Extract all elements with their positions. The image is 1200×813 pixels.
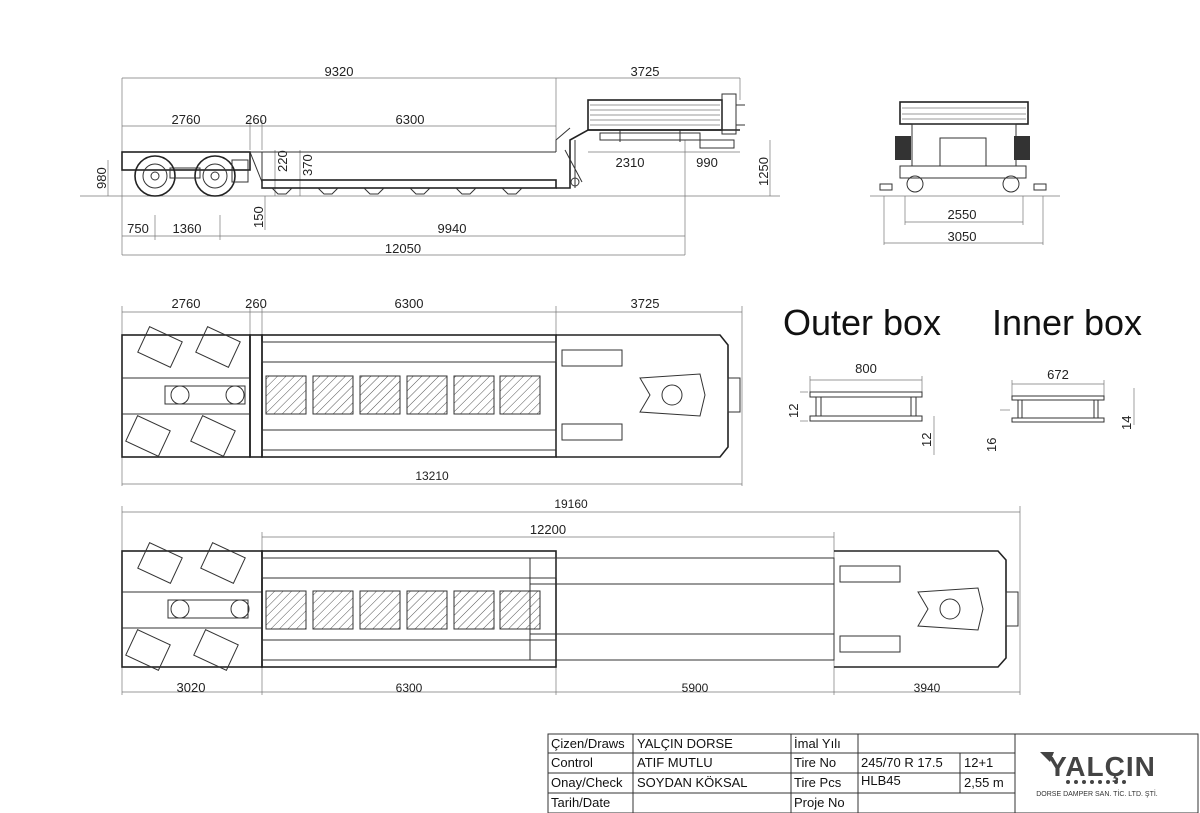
value-control: ATIF MUTLU <box>637 755 713 770</box>
label-check: Onay/Check <box>551 775 623 790</box>
dim-3725: 3725 <box>631 64 660 79</box>
dim-370: 370 <box>300 154 315 176</box>
box-sections: Outer box Inner box 800 12 12 672 16 14 <box>783 302 1142 455</box>
logo-text: YALÇIN <box>1048 751 1156 782</box>
dim-750: 750 <box>127 221 149 236</box>
label-manufacture-year: İmal Yılı <box>794 736 841 751</box>
dim-2760: 2760 <box>172 112 201 127</box>
top-dim-2760: 2760 <box>172 296 201 311</box>
inner-dim-14: 14 <box>1119 416 1134 430</box>
dim-6300: 6300 <box>396 112 425 127</box>
company-name: DORSE DAMPER SAN. TİC. LTD. ŞTİ. <box>1036 789 1158 798</box>
label-tire-no: Tire No <box>794 755 836 770</box>
dim-12050: 12050 <box>385 241 421 256</box>
top-view: 2760 260 6300 3725 13210 <box>121 296 743 486</box>
top-dim-6300: 6300 <box>395 296 424 311</box>
ext-dim-12200: 12200 <box>530 522 566 537</box>
title-block: Çizen/Draws Control Onay/Check Tarih/Dat… <box>547 733 1199 813</box>
value-draws: YALÇIN DORSE <box>637 736 733 751</box>
value-model: HLB45 <box>861 773 901 788</box>
ext-dim-19160: 19160 <box>554 497 588 511</box>
value-check: SOYDAN KÖKSAL <box>637 775 748 790</box>
dim-150: 150 <box>251 206 266 228</box>
dim-2550: 2550 <box>948 207 977 222</box>
label-project-no: Proje No <box>794 795 845 810</box>
label-control: Control <box>551 755 593 770</box>
dim-3050: 3050 <box>948 229 977 244</box>
inner-dim-16: 16 <box>984 438 999 452</box>
dim-9320: 9320 <box>325 64 354 79</box>
company-logo: YALÇIN DORSE DAMPER SAN. TİC. LTD. ŞTİ. <box>1036 751 1158 798</box>
dim-1360: 1360 <box>173 221 202 236</box>
label-tire-pcs: Tire Pcs <box>794 775 842 790</box>
ext-dim-3940: 3940 <box>914 681 941 695</box>
ext-dim-5900: 5900 <box>682 681 709 695</box>
top-dim-260: 260 <box>245 296 267 311</box>
ext-dim-6300: 6300 <box>396 681 423 695</box>
value-tire-count: 12+1 <box>964 755 993 770</box>
outer-dim-12a: 12 <box>786 404 801 418</box>
dim-260: 260 <box>245 112 267 127</box>
ext-dim-3020: 3020 <box>177 680 206 695</box>
value-width: 2,55 m <box>964 775 1004 790</box>
rear-view: 2550 3050 <box>870 101 1060 245</box>
value-tire-size: 245/70 R 17.5 <box>861 755 943 770</box>
inner-box-title: Inner box <box>992 302 1142 343</box>
label-date: Tarih/Date <box>551 795 610 810</box>
dim-2310: 2310 <box>616 155 645 170</box>
dim-9940: 9940 <box>438 221 467 236</box>
top-dim-13210: 13210 <box>415 469 449 483</box>
extended-view: 19160 12200 3020 6300 5900 3940 <box>121 497 1021 695</box>
dim-980: 980 <box>94 167 109 189</box>
outer-box-title: Outer box <box>783 302 941 343</box>
top-dim-3725: 3725 <box>631 296 660 311</box>
dim-1250: 1250 <box>756 157 771 186</box>
outer-dim-12b: 12 <box>919 433 934 447</box>
side-view: 9320 3725 2760 260 6300 220 370 2310 990… <box>80 64 780 256</box>
dim-220: 220 <box>275 150 290 172</box>
dim-990: 990 <box>696 155 718 170</box>
label-draws: Çizen/Draws <box>551 736 625 751</box>
outer-dim-800: 800 <box>855 361 877 376</box>
inner-dim-672: 672 <box>1047 367 1069 382</box>
